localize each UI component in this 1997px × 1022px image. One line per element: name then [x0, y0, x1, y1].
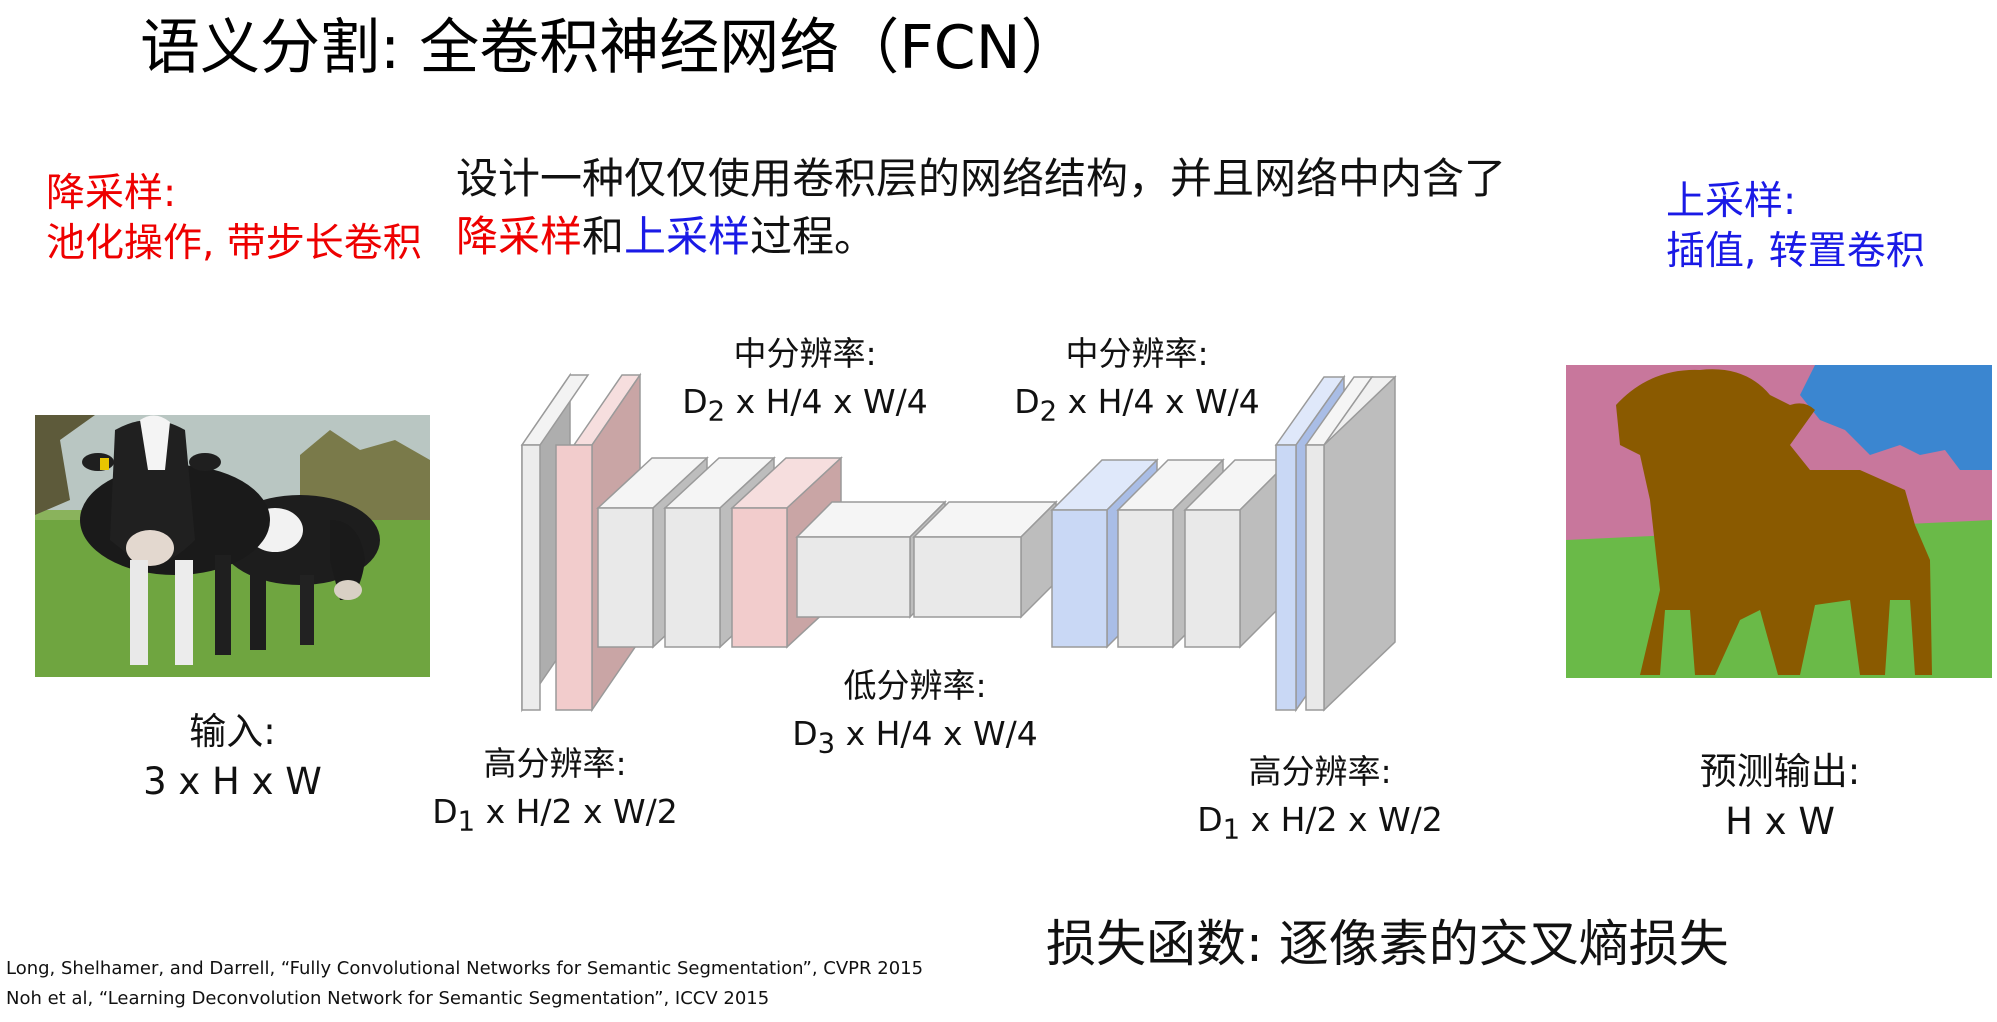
label-mid-left-dims: D2 x H/4 x W/4: [680, 378, 930, 436]
output-label-dims: H x W: [1725, 800, 1835, 843]
label-high-left-sub: 1: [457, 805, 476, 838]
network-blocks: [520, 372, 1397, 713]
label-mid-left-d: D: [682, 382, 708, 421]
slide-title: 语义分割: 全卷积神经网络（FCN）: [140, 13, 1081, 83]
label-low-size: x H/4 x W/4: [835, 714, 1038, 753]
downsampling-heading: 降采样:: [46, 171, 177, 216]
label-mid-right-dims: D2 x H/4 x W/4: [1012, 378, 1262, 436]
label-high-left-size: x H/2 x W/2: [475, 792, 678, 831]
label-mid-right-title: 中分辨率:: [1065, 334, 1209, 373]
label-low: 低分辨率: D3 x H/4 x W/4: [785, 662, 1045, 768]
description-line1: 设计一种仅仅使用卷积层的网络结构，并且网络中内含了: [456, 154, 1507, 203]
label-mid-left-title: 中分辨率:: [733, 334, 877, 373]
input-label-dims: 3 x H x W: [143, 760, 322, 803]
downsampling-body: 池化操作, 带步长卷积: [46, 221, 422, 266]
label-mid-right-size: x H/4 x W/4: [1057, 382, 1260, 421]
label-mid-right-d: D: [1014, 382, 1040, 421]
bottleneck-block-2: [912, 500, 1058, 619]
label-high-left: 高分辨率: D1 x H/2 x W/2: [425, 740, 685, 846]
label-mid-right-sub: 2: [1039, 395, 1058, 428]
downsampling-note: 降采样: 池化操作, 带步长卷积: [46, 170, 426, 270]
label-mid-left: 中分辨率: D2 x H/4 x W/4: [680, 330, 930, 436]
label-low-d: D: [792, 714, 818, 753]
label-high-right-sub: 1: [1222, 813, 1241, 846]
loss-function: 损失函数: 逐像素的交叉熵损失: [1046, 915, 1729, 973]
upsampling-note: 上采样: 插值, 转置卷积: [1666, 178, 1986, 278]
reference-1: Long, Shelhamer, and Darrell, “Fully Con…: [6, 958, 924, 979]
label-low-dims: D3 x H/4 x W/4: [785, 710, 1045, 768]
input-label-title: 输入:: [189, 710, 276, 753]
reference-2: Noh et al, “Learning Deconvolution Netwo…: [6, 988, 770, 1009]
references: Long, Shelhamer, and Darrell, “Fully Con…: [6, 954, 923, 1014]
label-high-left-d: D: [432, 792, 458, 831]
label-high-right-dims: D1 x H/2 x W/2: [1190, 796, 1450, 854]
description-down: 降采样: [456, 212, 583, 261]
label-high-right: 高分辨率: D1 x H/2 x W/2: [1190, 748, 1450, 854]
label-mid-left-sub: 2: [707, 395, 726, 428]
output-label: 预测输出: H x W: [1655, 747, 1905, 847]
label-mid-right: 中分辨率: D2 x H/4 x W/4: [1012, 330, 1262, 436]
description: 设计一种仅仅使用卷积层的网络结构，并且网络中内含了 降采样和上采样过程。: [456, 150, 1616, 266]
decoder-block-5: [1304, 375, 1397, 712]
description-tail: 过程。: [750, 212, 877, 261]
label-low-sub: 3: [817, 727, 836, 760]
label-high-left-title: 高分辨率:: [483, 744, 627, 783]
input-cow-photo: [35, 415, 430, 677]
output-label-title: 预测输出:: [1699, 750, 1861, 793]
label-high-right-d: D: [1197, 800, 1223, 839]
label-high-right-size: x H/2 x W/2: [1240, 800, 1443, 839]
output-segmentation-map: [1566, 365, 1992, 678]
upsampling-body: 插值, 转置卷积: [1666, 229, 1925, 274]
label-high-right-title: 高分辨率:: [1248, 752, 1392, 791]
description-and: 和: [582, 212, 625, 261]
label-low-title: 低分辨率:: [843, 666, 987, 705]
input-label: 输入: 3 x H x W: [120, 707, 345, 807]
label-mid-left-size: x H/4 x W/4: [725, 382, 928, 421]
description-line2: 降采样和上采样过程。: [456, 208, 1616, 266]
label-high-left-dims: D1 x H/2 x W/2: [425, 788, 685, 846]
description-up: 上采样: [624, 212, 751, 261]
upsampling-heading: 上采样:: [1666, 179, 1797, 224]
